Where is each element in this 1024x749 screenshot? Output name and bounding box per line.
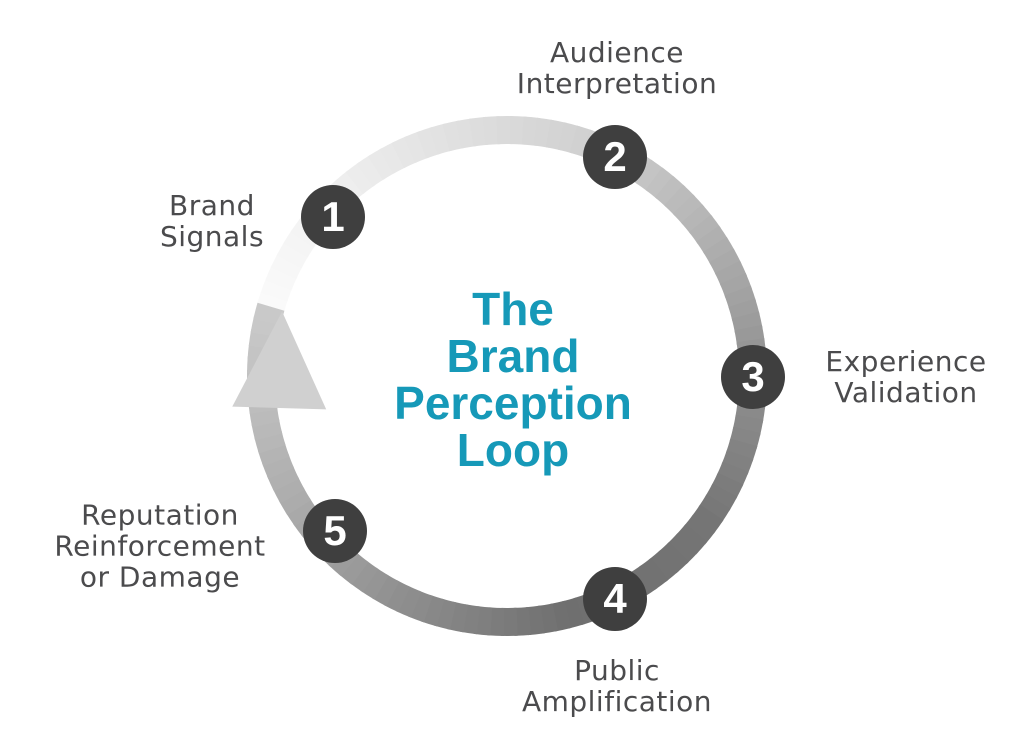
step-node-2: 2 <box>583 125 647 189</box>
step-label-experience-validation: Experience Validation <box>825 345 987 409</box>
up-arrow-icon <box>232 311 327 410</box>
step-node-1: 1 <box>301 185 365 249</box>
step-node-3: 3 <box>721 345 785 409</box>
step-node-5: 5 <box>303 499 367 563</box>
step-node-4: 4 <box>583 567 647 631</box>
step-label-brand-signals: Brand Signals <box>159 189 265 253</box>
diagram-title: The Brand Perception Loop <box>394 283 632 476</box>
step-label-reputation: Reputation Reinforcement or Damage <box>54 498 266 594</box>
step-label-public-amplification: Public Amplification <box>521 654 713 718</box>
step-label-audience-interpretation: Audience Interpretation <box>516 36 718 100</box>
